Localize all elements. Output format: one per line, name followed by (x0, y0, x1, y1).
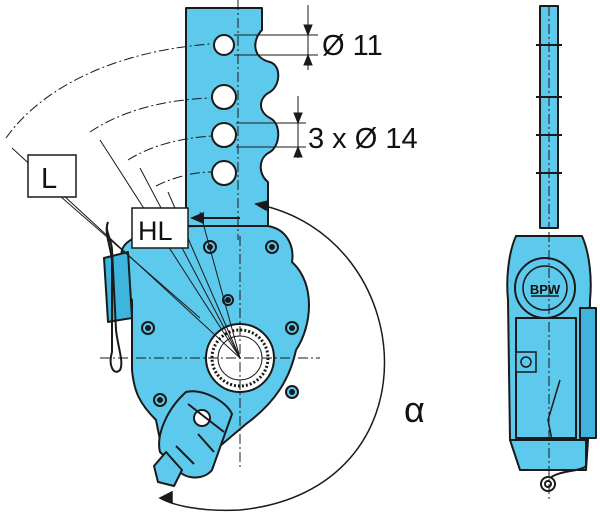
hl-label: HL (138, 216, 173, 246)
bpw-logo: BPW (514, 257, 576, 319)
arm-holes (211, 34, 237, 186)
hole-14-c (211, 160, 237, 186)
side-plate (103, 251, 133, 323)
dim-14 (236, 96, 306, 158)
side-flange (579, 307, 597, 439)
side-detail-line (547, 379, 561, 441)
hole-11 (213, 34, 235, 56)
slack-adjuster-side-view (506, 5, 597, 471)
dim-11 (234, 5, 318, 70)
adjusting-nut (153, 451, 183, 487)
side-hook (540, 440, 587, 492)
hole-14-b (211, 122, 237, 148)
clip-spring (105, 221, 123, 373)
side-nut (515, 351, 537, 373)
alpha-arc (158, 199, 386, 512)
worm-housing (158, 390, 233, 479)
hl-box: HL (131, 207, 189, 249)
hole-small-label: Ø 11 (322, 30, 383, 62)
hole-14-a (211, 84, 237, 110)
l-box: L (27, 154, 77, 198)
stroke-arcs (5, 43, 213, 187)
alpha-label: α (404, 389, 425, 430)
side-inner-panel (515, 317, 577, 439)
slack-adjuster-front-view (103, 7, 310, 487)
worm-details (175, 403, 225, 465)
holes-large-label: 3 x Ø 14 (308, 123, 418, 155)
l-leader (59, 195, 201, 319)
hl-arrow (190, 212, 240, 224)
l-label: L (41, 163, 57, 195)
adjuster-arm (185, 7, 280, 227)
bpw-logo-text: BPW (530, 282, 561, 297)
center-lines (100, 0, 320, 470)
